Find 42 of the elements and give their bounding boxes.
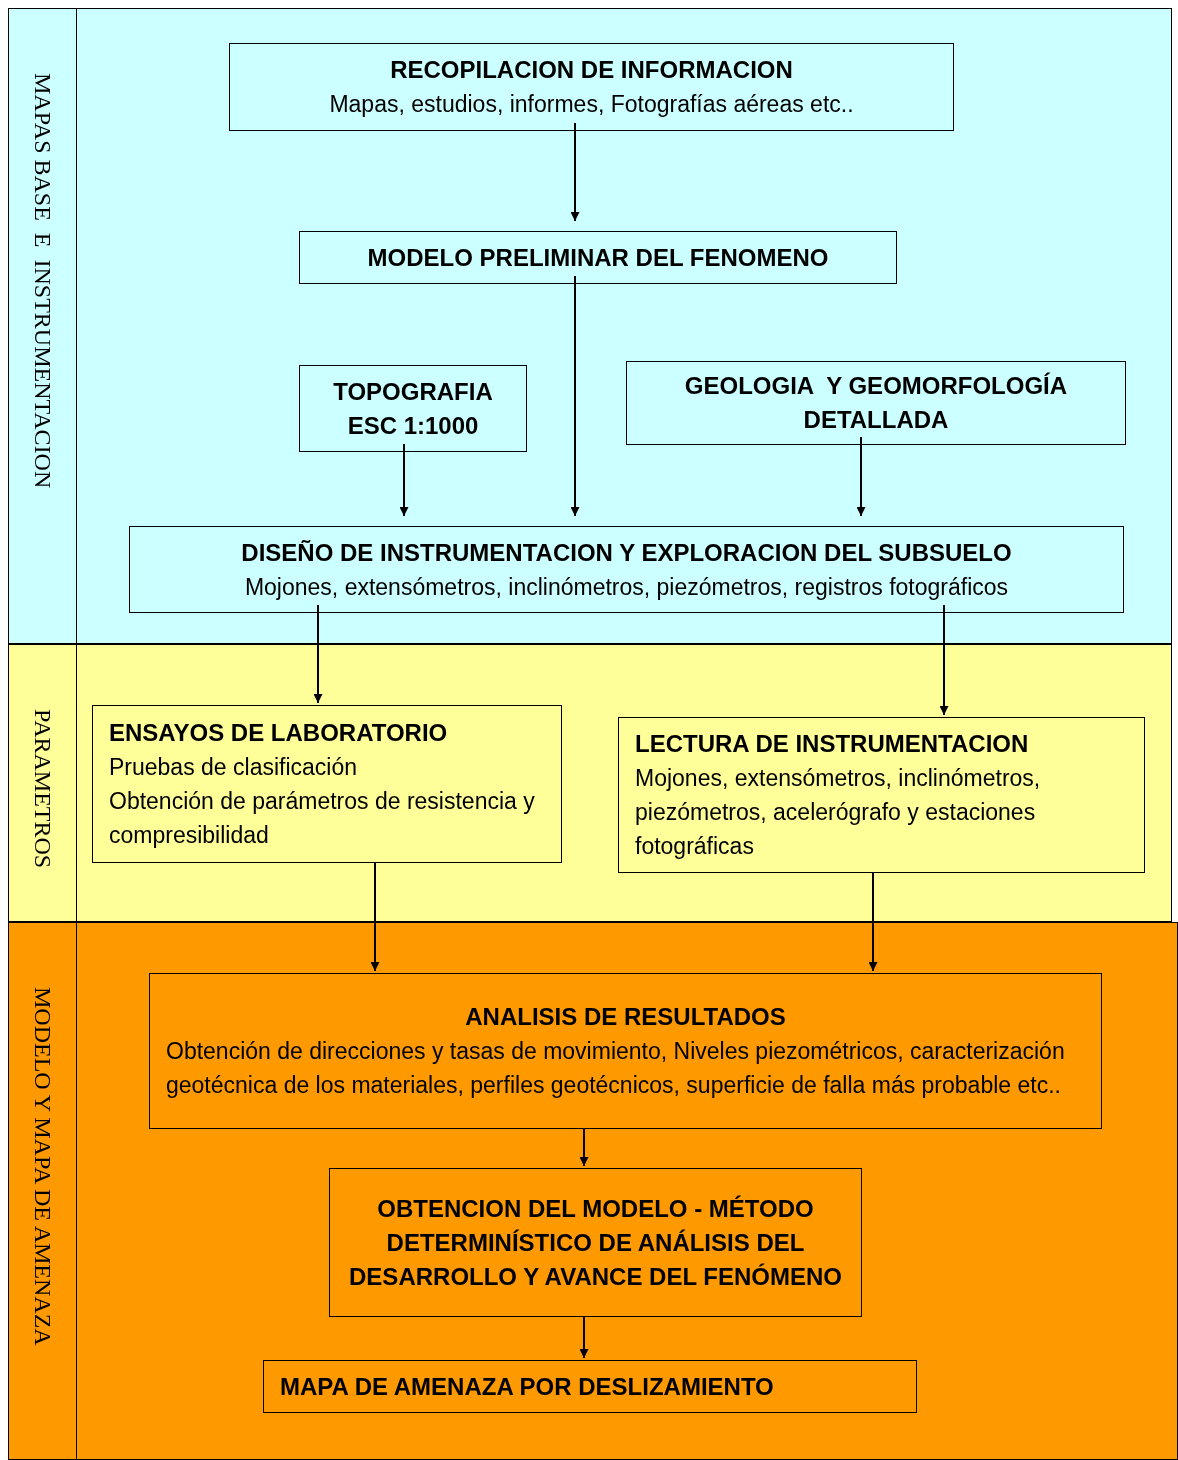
box-text: Pruebas de clasificación xyxy=(109,753,359,782)
box-heading: DISEÑO DE INSTRUMENTACION Y EXPLORACION DEL SUBSUELO xyxy=(240,537,1013,568)
arrow xyxy=(399,443,409,517)
box-heading: ENSAYOS DE LABORATORIO xyxy=(109,718,449,748)
process-box xyxy=(229,43,954,131)
process-box xyxy=(263,1360,917,1413)
arrow xyxy=(570,122,580,222)
arrow xyxy=(868,872,878,972)
box-heading: ANALISIS DE RESULTADOS xyxy=(464,1002,787,1032)
section-band xyxy=(8,922,1178,1460)
arrow xyxy=(570,275,580,517)
section-label: MODELO Y MAPA DE AMENAZA xyxy=(29,987,56,1346)
box-heading: RECOPILACION DE INFORMACION xyxy=(389,55,794,85)
box-text: Mapas, estudios, informes, Fotografías aéreas etc.. xyxy=(328,90,855,119)
section-band xyxy=(8,8,1172,644)
process-box xyxy=(329,1168,862,1317)
arrow xyxy=(579,1128,589,1167)
box-heading: MODELO PRELIMINAR DEL FENOMENO xyxy=(366,242,830,273)
box-heading: GEOLOGIA Y GEOMORFOLOGÍA DETALLADA xyxy=(683,371,1069,435)
section-label: PARAMETROS xyxy=(29,709,56,869)
section-band xyxy=(8,644,1172,922)
arrow xyxy=(579,1316,589,1359)
process-box xyxy=(626,361,1126,445)
box-heading: TOPOGRAFIA ESC 1:1000 xyxy=(332,376,494,441)
process-box xyxy=(129,526,1124,613)
process-box xyxy=(149,973,1102,1129)
process-box xyxy=(618,717,1145,873)
box-heading: LECTURA DE INSTRUMENTACION xyxy=(635,729,1030,759)
box-text: Obtención de direcciones y tasas de movimiento, Niveles piezométricos, caracterización geotécnica de los materiales, perfiles geotécnicos, superficie de falla más probable etc.. xyxy=(166,1037,1066,1100)
box-text: Mojones, extensómetros, inclinómetros, piezómetros, registros fotográficos xyxy=(243,572,1010,602)
arrow xyxy=(856,436,866,517)
process-box xyxy=(299,365,527,452)
box-heading: MAPA DE AMENAZA POR DESLIZAMIENTO xyxy=(280,1371,775,1402)
arrow xyxy=(939,604,949,716)
box-text: Mojones, extensómetros, inclinómetros, piezómetros, acelerógrafo y estaciones fotográficas xyxy=(635,764,1042,861)
process-box xyxy=(92,705,562,863)
arrow xyxy=(313,604,323,704)
section-label: MAPAS BASE E INSTRUMENTACION xyxy=(29,73,56,489)
box-text: Obtención de parámetros de resistencia y compresibilidad xyxy=(109,787,536,850)
arrow xyxy=(370,862,380,972)
box-heading: OBTENCION DEL MODELO - MÉTODO DETERMINÍSTICO DE ANÁLISIS DEL DESARROLLO Y AVANCE DEL FENÓMENO xyxy=(348,1193,843,1292)
process-box xyxy=(299,231,897,284)
